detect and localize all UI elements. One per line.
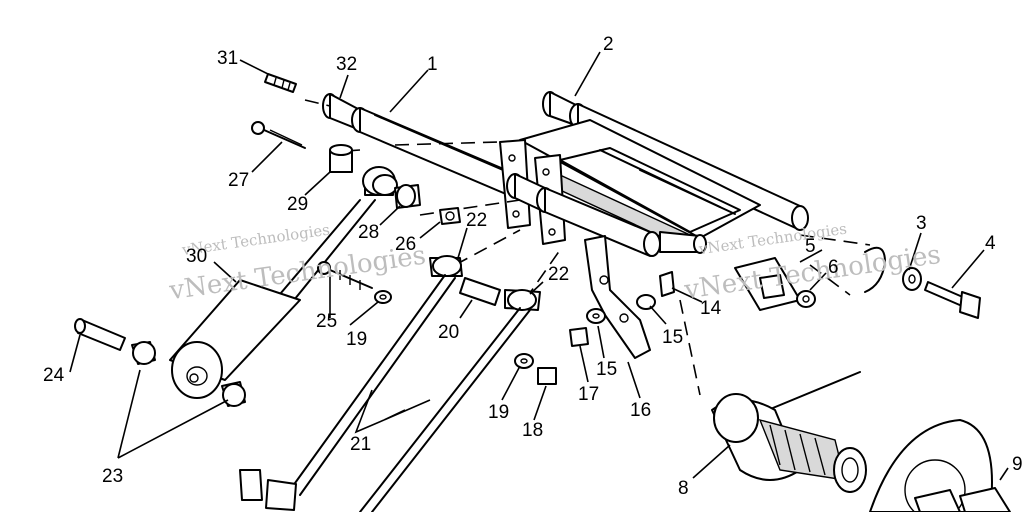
screw-31 xyxy=(264,73,297,93)
washer-19-lower xyxy=(514,353,534,369)
bolt-27 xyxy=(251,121,306,149)
damper-bracket xyxy=(584,235,651,359)
callout-labels: 31 32 1 2 3 4 5 6 14 15 15 16 17 18 19 1… xyxy=(43,34,1023,499)
washer-3 xyxy=(902,267,922,291)
spacer-20 xyxy=(459,277,501,306)
idler-wheel-assembly xyxy=(711,371,1011,512)
washer-15 xyxy=(586,308,606,324)
bushing-22-upper xyxy=(429,255,463,277)
callout-2: 2 xyxy=(603,34,614,55)
pin-24 xyxy=(74,318,126,351)
nut-17 xyxy=(569,327,589,347)
callout-18: 18 xyxy=(522,420,543,441)
callout-22-lower: 22 xyxy=(548,264,569,285)
bushing-23-right xyxy=(221,381,246,407)
washer-19-upper xyxy=(374,290,392,304)
callout-6: 6 xyxy=(828,257,839,278)
callout-25: 25 xyxy=(316,311,337,332)
shock-absorber xyxy=(169,166,398,399)
hidden-lines xyxy=(304,99,871,396)
nut-18 xyxy=(537,367,557,385)
callout-20: 20 xyxy=(438,322,459,343)
callout-15-lower: 15 xyxy=(596,359,617,380)
washer-6 xyxy=(796,290,816,308)
bolt-4 xyxy=(924,281,981,319)
callout-14: 14 xyxy=(700,298,722,319)
callout-21: 21 xyxy=(350,434,371,455)
callout-5: 5 xyxy=(805,236,816,257)
callout-3: 3 xyxy=(916,213,927,234)
bushing-23-left xyxy=(131,341,156,365)
callout-31: 31 xyxy=(217,48,238,69)
callout-19-lower: 19 xyxy=(488,402,509,423)
callout-15-upper: 15 xyxy=(662,327,683,348)
callout-9: 9 xyxy=(1012,454,1023,475)
nut-26 xyxy=(439,207,461,225)
bolt-25 xyxy=(317,261,373,290)
swing-arm-frame xyxy=(499,119,761,257)
callout-22-upper: 22 xyxy=(466,210,487,231)
callout-4: 4 xyxy=(985,233,996,254)
bushing-29 xyxy=(329,144,353,173)
callout-26: 26 xyxy=(395,234,416,255)
callout-16: 16 xyxy=(630,400,651,421)
washer-15-b xyxy=(636,294,656,310)
rear-cross-shaft xyxy=(322,93,521,201)
callout-19-upper: 19 xyxy=(346,329,367,350)
callout-23: 23 xyxy=(102,466,123,487)
adjuster-rods xyxy=(239,274,531,512)
callout-24: 24 xyxy=(43,365,65,386)
callout-29: 29 xyxy=(287,194,308,215)
bushing-22-lower xyxy=(504,289,541,311)
clip-bracket xyxy=(864,246,886,293)
callout-8: 8 xyxy=(678,478,689,499)
bushing-28 xyxy=(394,184,421,209)
bolt-14 xyxy=(659,271,675,297)
callout-1: 1 xyxy=(427,54,438,75)
leader-lines xyxy=(69,51,1009,481)
callout-30: 30 xyxy=(186,246,207,267)
callout-27: 27 xyxy=(228,170,249,191)
callout-32: 32 xyxy=(336,54,357,75)
callout-17: 17 xyxy=(578,384,599,405)
callout-28: 28 xyxy=(358,222,379,243)
